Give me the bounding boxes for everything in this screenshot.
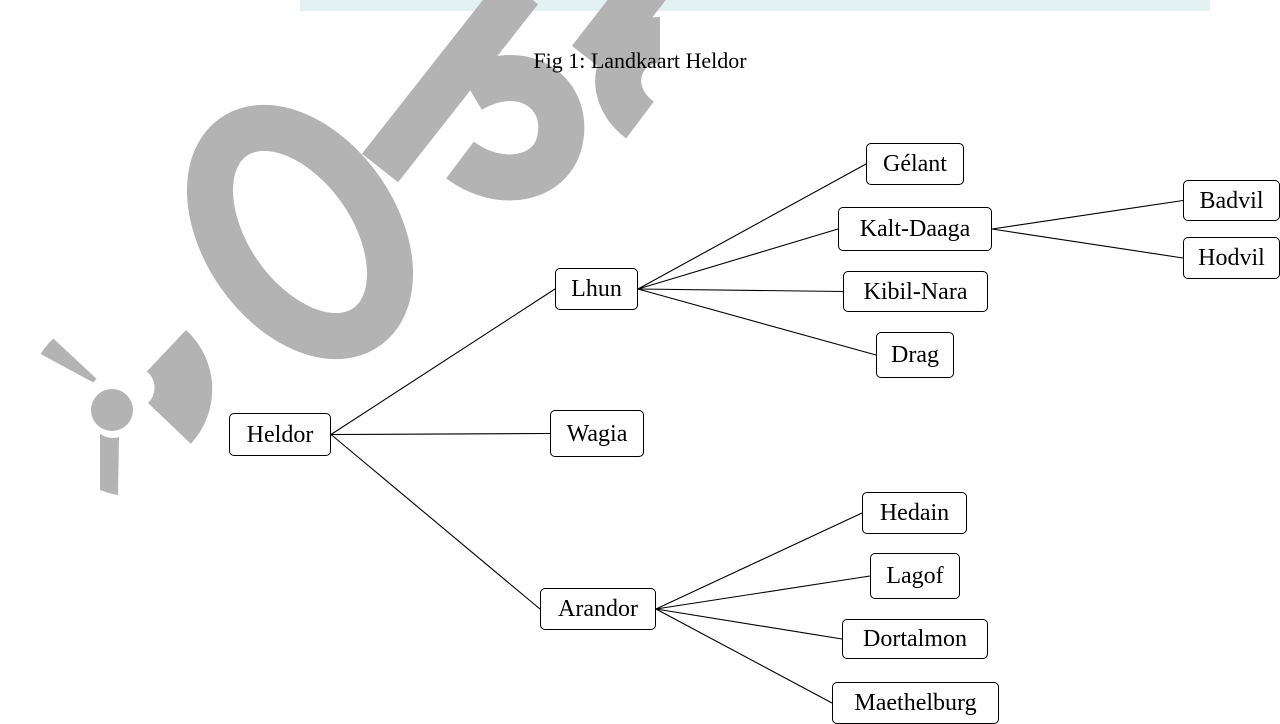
node-maethelburg: Maethelburg [832,682,999,724]
node-lhun: Lhun [555,268,638,310]
node-wagia: Wagia [550,410,644,457]
edge-lhun-gelant [637,163,867,290]
edge-kalt_daaga-badvil [991,199,1184,230]
edge-heldor-lhun [330,288,556,435]
figure-caption: Fig 1: Landkaart Heldor [533,48,747,73]
watermark-letters [186,0,666,360]
edge-arandor-lagof [655,575,871,610]
edge-lhun-kalt_daaga [637,228,839,290]
edge-lhun-kibil_nara [637,288,844,293]
node-dortalmon: Dortalmon [842,619,988,659]
node-badvil: Badvil [1183,180,1280,221]
node-kibil-nara: Kibil-Nara [843,271,988,312]
edge-heldor-arandor [330,434,541,610]
edge-arandor-maethelburg [655,608,833,704]
node-heldor: Heldor [229,413,331,456]
node-hedain: Hedain [862,492,967,534]
node-drag: Drag [876,332,954,378]
radiation-symbol-icon [40,330,213,495]
node-gelant: Gélant [866,143,964,185]
edge-heldor-wagia [330,432,551,436]
edge-arandor-hedain [655,512,863,610]
node-arandor: Arandor [540,588,656,630]
top-band [300,0,1210,11]
edge-kalt_daaga-hodvil [991,228,1184,259]
edge-lhun-drag [637,288,877,356]
node-kalt-daaga: Kalt-Daaga [838,207,992,251]
edge-arandor-dortalmon [655,608,843,640]
node-hodvil: Hodvil [1183,237,1280,279]
node-lagof: Lagof [870,553,960,599]
